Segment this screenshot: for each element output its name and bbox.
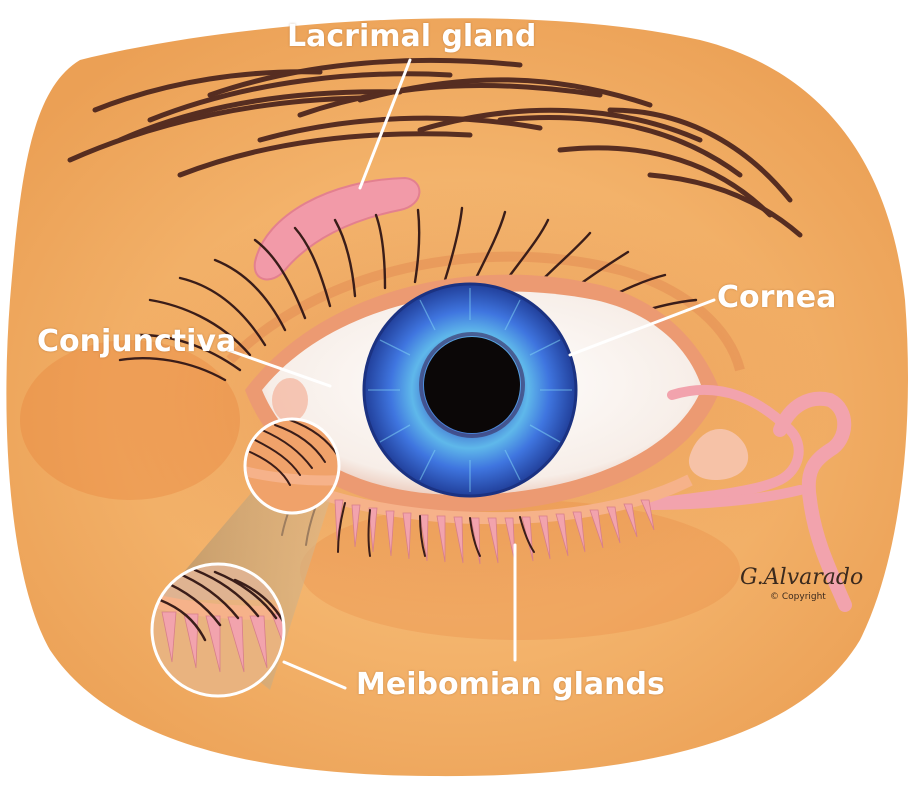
label-conjunctiva: Conjunctiva — [37, 327, 236, 357]
label-meibomian-glands: Meibomian glands — [356, 670, 665, 700]
copyright-text: © Copyright — [770, 592, 826, 602]
label-lacrimal-gland: Lacrimal gland — [287, 22, 536, 52]
artist-signature: G.Alvarado — [740, 565, 863, 590]
label-cornea: Cornea — [717, 283, 836, 313]
